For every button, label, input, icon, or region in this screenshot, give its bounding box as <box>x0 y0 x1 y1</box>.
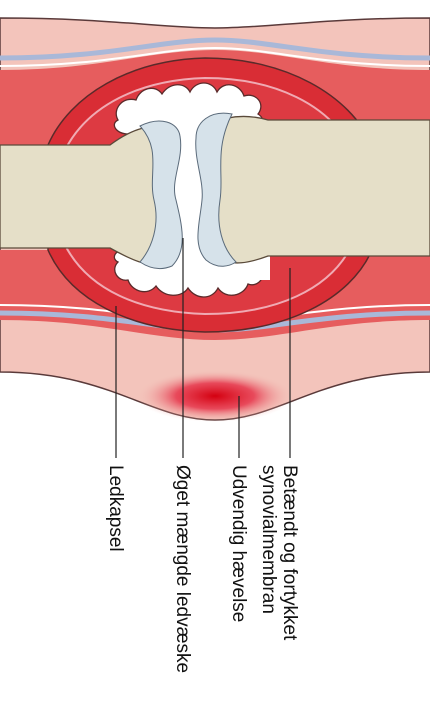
external-swelling-spot <box>137 370 293 422</box>
label-synovium-line2: synovialmembran <box>258 465 279 614</box>
label-joint-capsule: Ledkapsel <box>105 465 126 552</box>
label-synovium-line1: Betændt og fortykket <box>279 465 300 641</box>
label-increased-fluid: Øget mængde ledvæske <box>172 465 193 673</box>
label-external-swelling: Udvendig hævelse <box>228 465 249 622</box>
right-bone <box>199 116 430 262</box>
left-bone <box>0 127 177 265</box>
